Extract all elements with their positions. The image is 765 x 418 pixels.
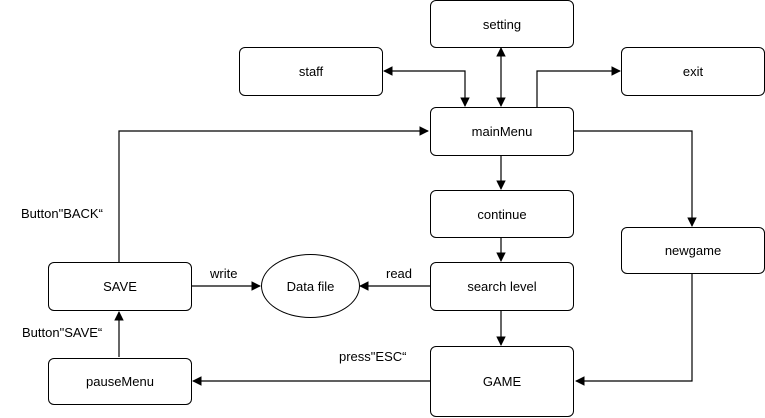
node-save: SAVE [48,262,192,311]
edge-mainmenu-newgame [574,130,697,227]
node-game-label: GAME [482,374,522,389]
edge-newgame-game [575,274,693,386]
node-datafile: Data file [261,254,360,318]
node-datafile-label: Data file [286,278,335,294]
edge-label-press-esc: press"ESC“ [339,349,407,364]
node-save-label: SAVE [103,279,137,294]
edge-label-write: write [210,266,238,281]
edge-label-read: read [386,266,413,281]
node-newgame-label: newgame [664,243,722,258]
node-game: GAME [430,346,574,417]
node-mainmenu: mainMenu [430,107,574,156]
node-pausemenu: pauseMenu [48,358,192,405]
edge-save-mainmenu [118,126,429,262]
node-setting: setting [430,0,574,48]
edge-staff-mainmenu [383,66,470,107]
edge-label-button-back: Button"BACK“ [21,206,103,221]
node-exit-label: exit [682,64,704,79]
node-searchlevel: search level [430,262,574,311]
node-searchlevel-label: search level [467,279,537,294]
node-exit: exit [621,47,765,96]
node-staff-label: staff [298,64,324,79]
node-setting-label: setting [482,16,522,32]
edge-mainmenu-exit [536,66,621,107]
node-continue: continue [430,190,574,238]
node-continue-label: continue [477,206,527,222]
node-mainmenu-label: mainMenu [471,124,533,139]
node-staff: staff [239,47,383,96]
node-pausemenu-label: pauseMenu [86,374,154,389]
edge-label-button-save: Button"SAVE“ [22,325,103,340]
node-newgame: newgame [621,227,765,274]
